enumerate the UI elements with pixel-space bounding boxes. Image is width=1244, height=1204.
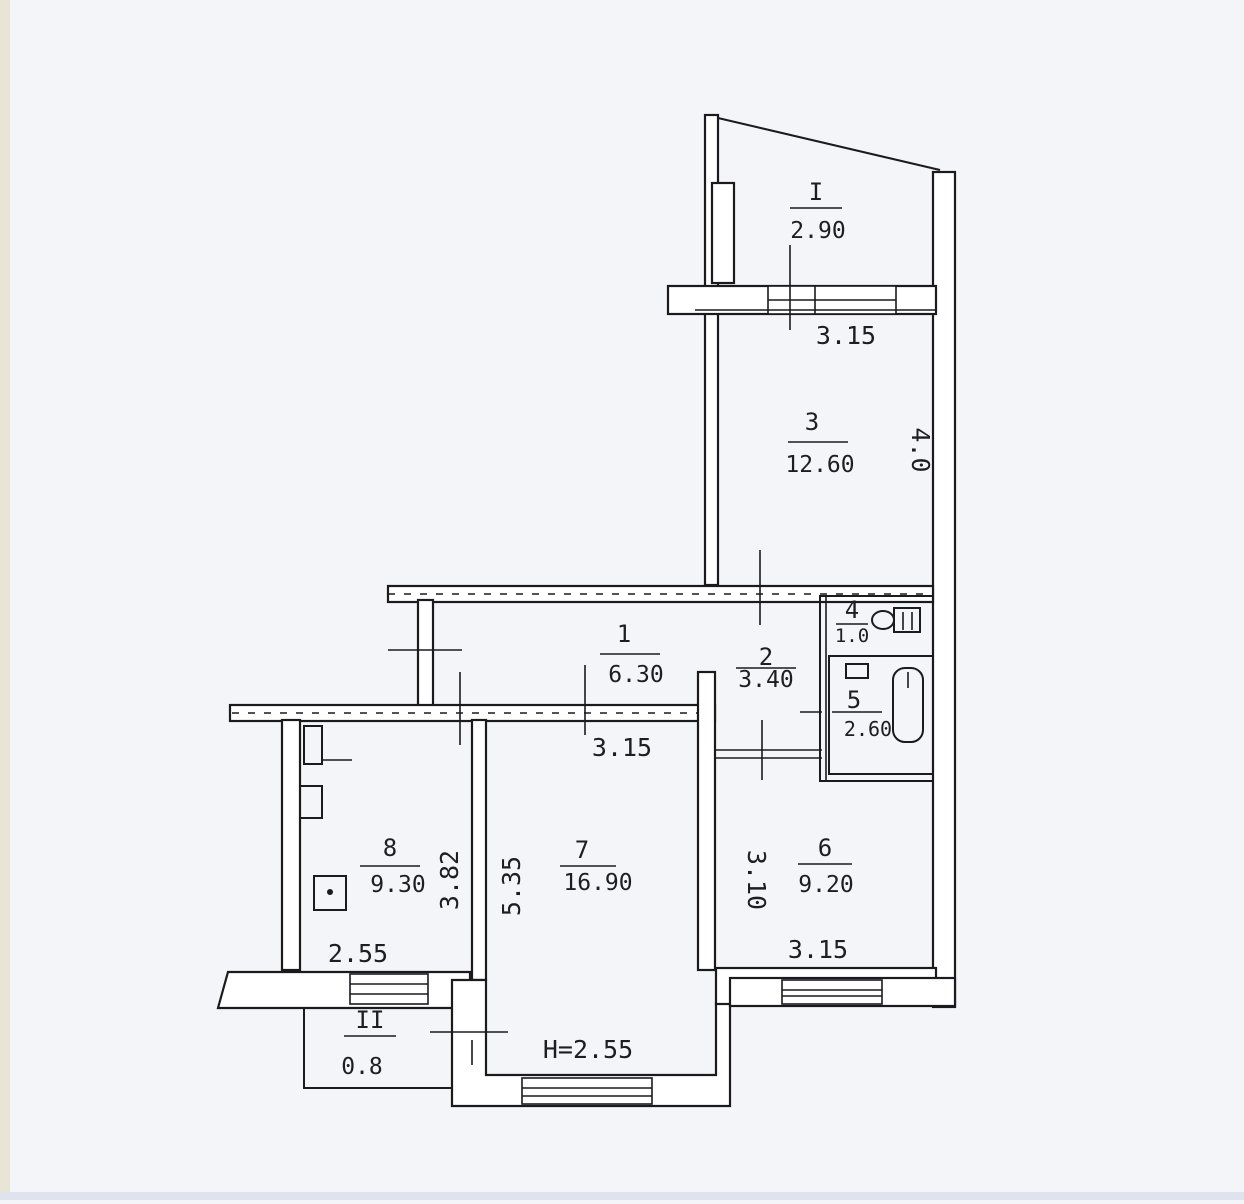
room-area: 6.30 [608, 662, 663, 688]
room-area: 1.0 [835, 625, 869, 647]
room-area: 3.40 [738, 667, 793, 693]
dimension-room3-length: 4.0 [906, 427, 935, 472]
room-label-I: I 2.90 [790, 178, 846, 244]
room-label-1: 1 6.30 [600, 620, 664, 688]
ceiling-height: H=2.55 [543, 1035, 633, 1064]
room-area: 2.90 [790, 218, 845, 244]
room-label-8: 8 9.30 [360, 834, 426, 898]
kitchen-walls [216, 718, 488, 1010]
room-number: 4 [845, 596, 859, 624]
room-number: 3 [805, 408, 819, 436]
room-7-walls [450, 670, 732, 1108]
dimension-room8-length: 3.82 [435, 850, 464, 910]
paper-edge [0, 0, 10, 1200]
dimension-corridor-width: 3.15 [592, 733, 652, 762]
paper-edge-bottom [0, 1192, 1244, 1200]
dimension-room7-length: 5.35 [497, 856, 526, 916]
room-area: 9.20 [798, 872, 853, 898]
room-area: 0.8 [341, 1054, 383, 1080]
room-number: 6 [818, 834, 832, 862]
room-area: 9.30 [370, 872, 425, 898]
dimension-room6-width: 3.15 [788, 935, 848, 964]
room-number: 7 [575, 836, 589, 864]
dimension-room6-length: 3.10 [742, 850, 771, 910]
room-area: 2.60 [844, 717, 892, 741]
room-label-3: 3 12.60 [785, 408, 854, 478]
dimension-ticks [388, 245, 936, 1065]
room-area: 12.60 [785, 452, 854, 478]
balcony-II-walls [303, 1008, 452, 1089]
corridor-walls [228, 584, 935, 782]
room-label-6: 6 9.20 [798, 834, 854, 898]
room-number: II [356, 1006, 385, 1034]
dimension-room8-width: 2.55 [328, 939, 388, 968]
room-label-5: 5 2.60 [832, 686, 892, 741]
room-number: 1 [617, 620, 631, 648]
room-area: 16.90 [563, 870, 632, 896]
room-label-II: II 0.8 [341, 1006, 396, 1080]
room-label-7: 7 16.90 [560, 836, 633, 896]
room-number: 5 [847, 686, 861, 714]
room-label-4: 4 1.0 [835, 596, 869, 647]
room-number: 8 [383, 834, 397, 862]
dimension-room3-width: 3.15 [816, 321, 876, 350]
room-number: 2 [759, 643, 773, 671]
room-label-2: 2 3.40 [736, 643, 796, 693]
room-6-walls [714, 966, 957, 1008]
room-number: I [809, 178, 823, 206]
